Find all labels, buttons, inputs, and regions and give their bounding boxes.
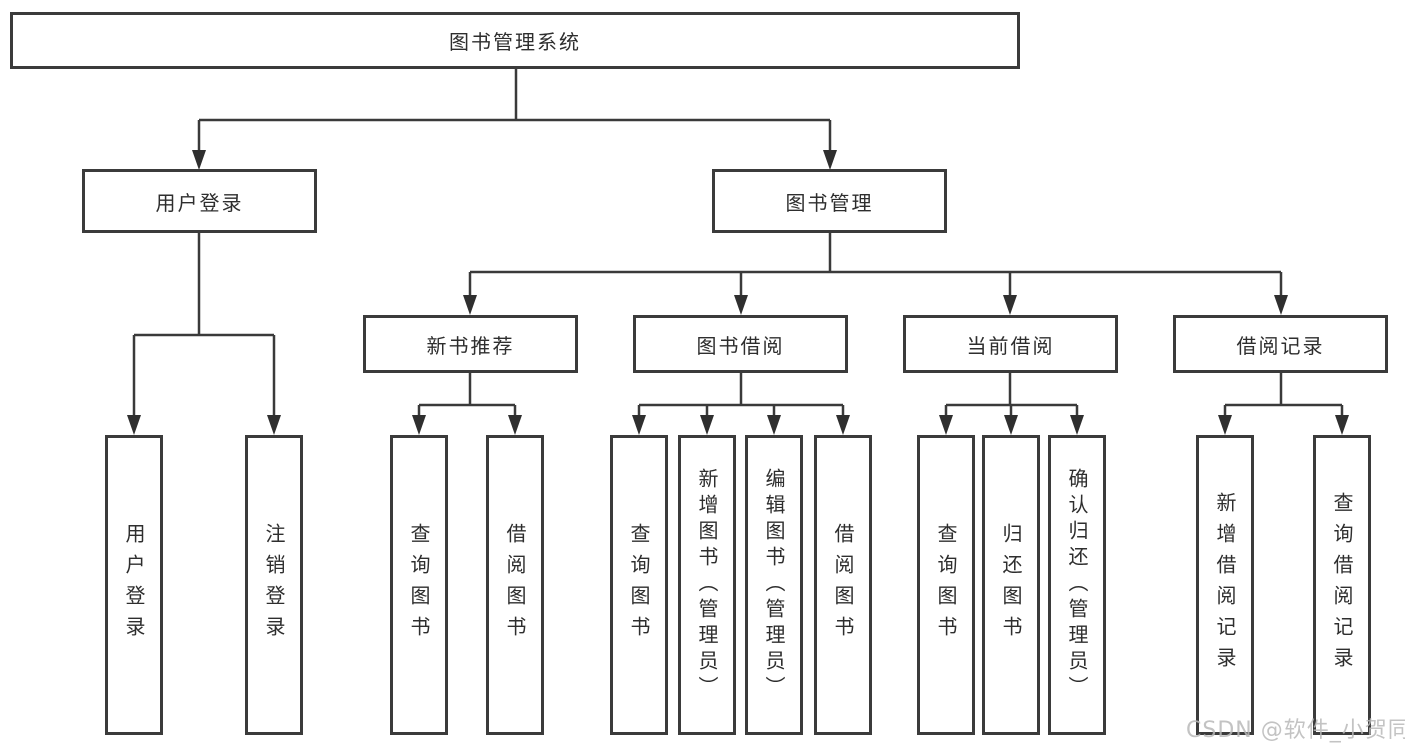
leaf-box-borrow-books-2: 借阅图书 [814, 435, 872, 735]
connector-root [197, 68, 832, 152]
connector-current-borrow [944, 373, 1079, 420]
group-box-new-book-recommend: 新书推荐 [363, 315, 578, 373]
leaf-box-borrow-books-1: 借阅图书 [486, 435, 544, 735]
connector-borrow-records [1223, 373, 1344, 420]
leaf-box-add-borrow-record: 新增借阅记录 [1196, 435, 1254, 735]
arrowheads [127, 150, 1349, 435]
leaf-box-confirm-return-admin: 确认归还（管理员） [1048, 435, 1106, 735]
root-box-library-system: 图书管理系统 [10, 12, 1020, 69]
csdn-watermark: CSDN @软件_小贺同学 [1186, 718, 1405, 743]
connector-user-login [132, 233, 276, 418]
leaf-box-edit-books-admin: 编辑图书（管理员） [745, 435, 803, 735]
leaf-box-logout: 注销登录 [245, 435, 303, 735]
leaf-box-user-login: 用户登录 [105, 435, 163, 735]
leaf-box-query-borrow-record: 查询借阅记录 [1313, 435, 1371, 735]
connector-book-borrow [637, 373, 845, 420]
leaf-box-query-books-2: 查询图书 [610, 435, 668, 735]
leaf-box-query-books-3: 查询图书 [917, 435, 975, 735]
connector-new-book-recommend [417, 373, 517, 420]
group-box-borrow-records: 借阅记录 [1173, 315, 1388, 373]
group-box-current-borrow: 当前借阅 [903, 315, 1118, 373]
leaf-box-add-books-admin: 新增图书（管理员） [678, 435, 736, 735]
leaf-box-return-books: 归还图书 [982, 435, 1040, 735]
connector-book-management [468, 233, 1283, 297]
leaf-box-query-books-1: 查询图书 [390, 435, 448, 735]
branch-box-user-login: 用户登录 [82, 169, 317, 233]
branch-box-book-management: 图书管理 [712, 169, 947, 233]
group-box-book-borrow: 图书借阅 [633, 315, 848, 373]
